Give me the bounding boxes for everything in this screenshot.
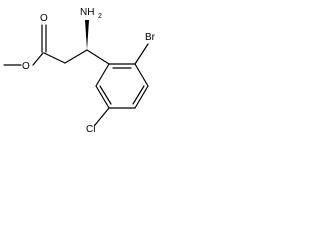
ring-bond-3	[134, 85, 149, 109]
ester-oxygen-label: O	[22, 61, 30, 72]
ring-double-3	[99, 85, 112, 105]
bond-ring-bromine	[134, 43, 149, 65]
bond-ch2-to-chiral	[64, 49, 88, 64]
bond-ring-chlorine	[94, 107, 110, 126]
bond-carbonyl-to-ch2	[43, 52, 66, 64]
chemical-structure: O O NH 2 Br Cl	[3, 7, 156, 135]
bond-oxygen-carbonyl-carbon	[32, 52, 44, 66]
bond-chiral-to-ring	[86, 49, 110, 65]
amine-subscript-label: 2	[98, 13, 102, 20]
amine-label: NH	[80, 7, 94, 18]
ring-double-2	[132, 85, 145, 105]
chlorine-label: Cl	[86, 124, 95, 135]
ring-bond-2	[134, 63, 149, 87]
wedge-bond-amine	[85, 20, 89, 50]
carbonyl-oxygen-label: O	[40, 13, 48, 24]
ring-bond-6	[95, 63, 110, 87]
ring-bond-5	[95, 85, 110, 109]
bromine-label: Br	[145, 32, 156, 43]
